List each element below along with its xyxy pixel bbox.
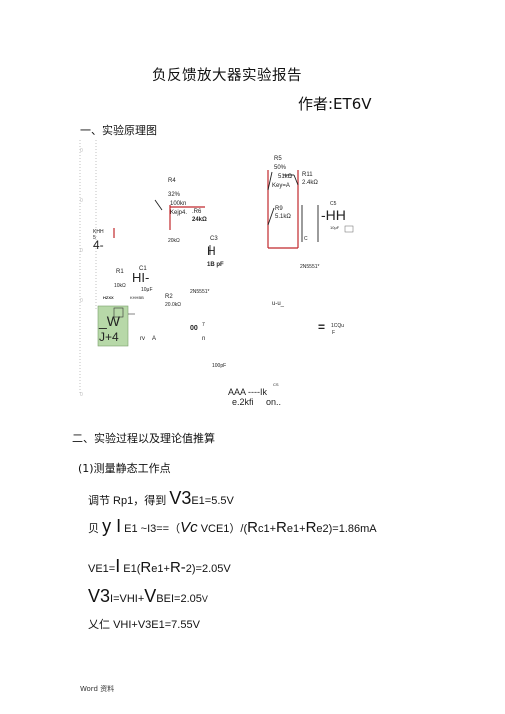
c1-symbol: HI- bbox=[132, 270, 149, 285]
a-label: A bbox=[152, 336, 156, 342]
r5-value: 51kΩ bbox=[278, 174, 293, 180]
section-heading-process: 二、实验过程以及理论值推算 bbox=[72, 432, 215, 445]
e2k-label: e.2kfi bbox=[232, 397, 254, 407]
svg-text:0: 0 bbox=[80, 198, 83, 204]
khhbb-label: KHHBB bbox=[130, 295, 144, 300]
c1-value: 10μF bbox=[141, 287, 153, 293]
r4-percent: 32% bbox=[168, 192, 181, 198]
oo-sup: 7 bbox=[202, 322, 205, 328]
r1-label: R1 bbox=[116, 269, 124, 275]
c1-label: C1 bbox=[139, 266, 147, 272]
equation-line-4: V3I=VHI+VBEI=2.05V bbox=[88, 586, 208, 606]
khh-sub: 5 bbox=[93, 235, 96, 241]
n-label: n bbox=[202, 336, 205, 342]
svg-text:C: C bbox=[304, 236, 308, 242]
q1-label: 2N5551* bbox=[190, 289, 210, 295]
c3-label: C3 bbox=[210, 236, 218, 242]
equation-line-3: VE1=I E1(Re1+R-2)=2.05V bbox=[88, 556, 231, 576]
r6-label: .R6 bbox=[192, 209, 202, 215]
aaa-label: AAA ----Ik bbox=[228, 387, 268, 397]
w-label: _W bbox=[98, 313, 121, 329]
r4-key: Kejp4. bbox=[170, 210, 187, 216]
r2-value: 20.0kΩ bbox=[165, 302, 181, 308]
r11-label: R11 bbox=[302, 172, 313, 178]
r11-value: 2.4kΩ bbox=[302, 180, 318, 186]
svg-text:0: 0 bbox=[80, 392, 83, 398]
uu-label: u-u_ bbox=[272, 301, 285, 307]
equation-line-2: 贝 y I E1 ~I3==（Vc VCE1）/(Rc1+Re1+Re2)=1.… bbox=[88, 516, 377, 536]
r5-percent: 50% bbox=[274, 165, 287, 171]
equation-line-5: 乂仁 VHI+V3E1=7.55V bbox=[88, 619, 200, 631]
r5-label: R5 bbox=[274, 156, 282, 162]
oo-label: 00 bbox=[190, 325, 198, 332]
schematic-frame bbox=[79, 140, 97, 395]
r9-value: 5.1kΩ bbox=[275, 214, 291, 220]
r1-value: 10kΩ bbox=[114, 283, 126, 289]
eq-symbol: = bbox=[318, 320, 325, 334]
on-label: on.. bbox=[266, 397, 281, 407]
document-title: 负反馈放大器实验报告 bbox=[152, 68, 302, 84]
c3-symbol: H bbox=[207, 244, 216, 258]
svg-text:0: 0 bbox=[80, 298, 83, 304]
subsection-heading: (1)测量静态工作点 bbox=[78, 462, 171, 475]
c5-label: C5 bbox=[330, 201, 337, 207]
khh-label: KHH bbox=[93, 229, 104, 235]
section-heading-schematic: 一、实验原理图 bbox=[80, 124, 157, 137]
c5-value: 10μF bbox=[330, 225, 340, 230]
page-footer: Word 资料 bbox=[80, 685, 115, 693]
r3-value: 20kΩ bbox=[168, 238, 180, 244]
rv-label: rv bbox=[140, 336, 145, 342]
c5-symbol: -HH bbox=[321, 207, 346, 223]
q2-label: 2N5551* bbox=[300, 264, 320, 270]
document-author: 作者:ET6V bbox=[298, 95, 372, 113]
j4-label: J+4 bbox=[99, 330, 119, 344]
svg-text:0: 0 bbox=[80, 148, 83, 154]
r2-label: R2 bbox=[165, 294, 173, 300]
r4-value: 100kn bbox=[170, 201, 186, 207]
red-wires bbox=[113, 170, 299, 249]
r6-value: 24kΩ bbox=[192, 217, 207, 223]
input-source-box bbox=[97, 305, 129, 347]
r5-key: Key=A bbox=[272, 183, 290, 189]
hzxx-label: HZXX bbox=[103, 295, 114, 300]
black-wires bbox=[154, 171, 319, 255]
cs-label: CS bbox=[273, 382, 279, 387]
tcqu-label: 1CQu bbox=[331, 323, 344, 329]
r4-label: R4 bbox=[168, 178, 176, 184]
f-label: F bbox=[332, 330, 335, 336]
svg-text:0: 0 bbox=[80, 248, 83, 254]
equation-line-1: 调节 Rp1，得到 V3E1=5.5V bbox=[88, 488, 234, 508]
four-label: 4- bbox=[93, 238, 104, 252]
c100-label: 100pF bbox=[212, 363, 226, 369]
c3-value: 1B pF bbox=[207, 262, 224, 268]
r9-label: R9 bbox=[275, 206, 283, 212]
